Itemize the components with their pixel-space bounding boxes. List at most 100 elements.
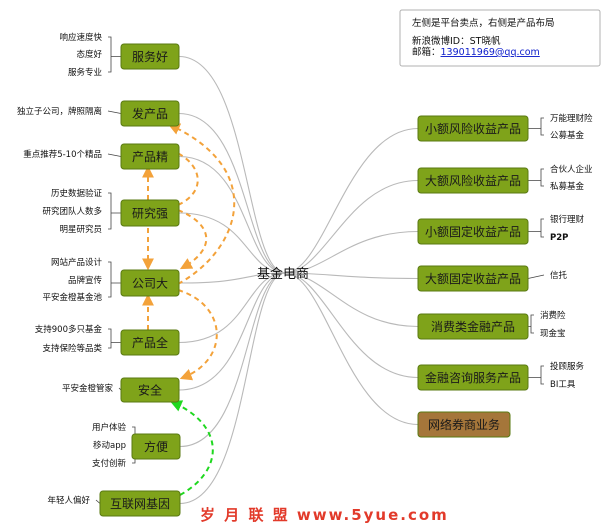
node-anquan[interactable]: 安全	[120, 377, 180, 403]
node-box-yanjiuqiang	[120, 199, 180, 227]
node-dae_guding[interactable]: 大额固定收益产品	[417, 265, 529, 292]
link-yanjiuqiang	[178, 212, 286, 274]
leaf-dae_fengxian-0: 合伙人企业	[550, 164, 593, 175]
note-line-3: 邮箱：139011969@qq.com	[412, 46, 540, 58]
leaf-gongsida-1: 品牌宣传	[68, 275, 103, 286]
leaf-jinrong_zixun-1: BI工具	[550, 380, 576, 390]
node-fachanpin[interactable]: 发产品	[120, 100, 180, 127]
node-wangluo_quanshang[interactable]: 网络券商业务	[417, 411, 511, 438]
link-gongsida	[178, 272, 286, 284]
node-label-chanpinjing: 产品精	[132, 150, 168, 164]
node-dae_fengxian[interactable]: 大额风险收益产品	[417, 167, 529, 194]
leaf-xiaoe_guding-1: P2P	[550, 233, 568, 243]
bracket-xiaofei	[528, 314, 534, 334]
node-label-xiaoe_fengxian: 小额风险收益产品	[425, 121, 521, 136]
node-fuwuhao[interactable]: 服务好	[120, 43, 180, 70]
link-chanpinquan	[178, 272, 286, 344]
node-box-xiaofei	[417, 313, 529, 340]
link-fuwuhao	[178, 55, 286, 274]
leaf-yanjiuqiang-1: 研究团队人数多	[42, 206, 102, 217]
leaf-jinrong_zixun-0: 投顾服务	[550, 361, 585, 372]
arrow-yanjiuqiang-to-gongsida	[177, 209, 208, 270]
leaf-dae_fengxian-1: 私募基金	[550, 181, 585, 192]
node-box-fuwuhao	[120, 43, 180, 70]
note-email-link[interactable]: 139011969@qq.com	[441, 47, 540, 58]
watermark-text: 岁 月 联 盟 www.5yue.com	[200, 506, 449, 524]
link-hulianwang	[179, 272, 286, 505]
leaf-fangbian-2: 支付创新	[92, 458, 127, 469]
node-label-xiaoe_guding: 小额固定收益产品	[425, 224, 521, 239]
bracket-xiaoe_fengxian	[528, 117, 544, 136]
link-fangbian	[179, 272, 286, 448]
leaf-xiaoe_fengxian-0: 万能理财险	[550, 113, 593, 124]
leaf-fachanpin-0: 独立子公司，牌照隔离	[17, 106, 102, 117]
bracket-dae_fengxian	[528, 168, 544, 187]
bracket-yanjiuqiang	[108, 192, 121, 230]
node-chanpinjing[interactable]: 产品精	[120, 143, 180, 170]
leaf-fuwuhao-0: 响应速度快	[59, 32, 102, 43]
node-xiaofei[interactable]: 消费类金融产品	[417, 313, 529, 340]
link-dae_guding	[284, 272, 419, 280]
bracket-jinrong_zixun	[528, 365, 544, 385]
link-dae_fengxian	[284, 179, 419, 274]
bracket-hulianwang	[95, 499, 101, 504]
node-label-fuwuhao: 服务好	[132, 49, 168, 64]
bracket-gongsida	[108, 261, 121, 298]
leaf-xiaoe_fengxian-1: 公募基金	[550, 130, 585, 141]
node-xiaoe_guding[interactable]: 小额固定收益产品	[417, 218, 529, 245]
leaf-chanpinquan-0: 支持900多只基金	[35, 324, 103, 335]
info-note: 左侧是平台卖点，右侧是产品布局 新浪微博ID：ST晓帆 邮箱：139011969…	[399, 9, 601, 67]
bracket-chanpinjing	[107, 153, 122, 157]
node-gongsida[interactable]: 公司大	[120, 269, 180, 297]
leaf-chanpinquan-1: 支持保险等品类	[42, 343, 102, 354]
bracket-xiaoe_guding	[528, 218, 544, 238]
arrow-gongsida-to-anquan	[177, 289, 218, 381]
node-box-fachanpin	[120, 100, 180, 127]
leaf-xiaofei-0: 消费险	[540, 310, 566, 321]
note-email-label: 邮箱：	[412, 46, 441, 58]
node-box-jinrong_zixun	[417, 364, 529, 391]
link-xiaofei	[284, 272, 419, 328]
node-hulianwang[interactable]: 互联网基因	[99, 490, 181, 517]
node-box-fangbian	[131, 433, 181, 460]
node-label-gongsida: 公司大	[132, 277, 168, 291]
leaf-xiaofei-1: 现金宝	[540, 328, 566, 339]
link-anquan	[178, 272, 286, 391]
node-label-dae_guding: 大额固定收益产品	[425, 271, 521, 286]
leaf-fangbian-1: 移动app	[93, 440, 126, 451]
node-box-dae_guding	[417, 265, 529, 292]
node-label-wangluo_quanshang: 网络券商业务	[428, 417, 500, 432]
note-line-1: 左侧是平台卖点，右侧是产品布局	[412, 17, 555, 29]
bracket-fuwuhao	[108, 36, 121, 73]
leaf-hulianwang-0: 年轻人偏好	[47, 495, 90, 506]
bracket-fachanpin	[107, 110, 122, 114]
node-box-xiaoe_fengxian	[417, 115, 529, 142]
node-xiaoe_fengxian[interactable]: 小额风险收益产品	[417, 115, 529, 142]
leaf-xiaoe_guding-0: 银行理财	[550, 214, 585, 225]
node-box-wangluo_quanshang	[417, 411, 511, 438]
arrow-gongsida-to-fachanpin	[167, 123, 236, 285]
node-jinrong_zixun[interactable]: 金融咨询服务产品	[417, 364, 529, 391]
center-topic: 基金电商	[257, 266, 309, 282]
leaf-fangbian-0: 用户体验	[92, 422, 127, 433]
note-line-2: 新浪微博ID：ST晓帆	[412, 35, 501, 47]
node-label-dae_fengxian: 大额风险收益产品	[425, 173, 521, 188]
link-fachanpin	[178, 112, 286, 274]
node-yanjiuqiang[interactable]: 研究强	[120, 199, 180, 227]
node-label-jinrong_zixun: 金融咨询服务产品	[425, 370, 521, 385]
leaf-labels: 响应速度快态度好服务专业独立子公司，牌照隔离重点推荐5-10个精品历史数据验证研…	[17, 32, 593, 506]
link-xiaoe_fengxian	[284, 127, 419, 274]
node-label-fangbian: 方便	[144, 439, 168, 454]
node-box-anquan	[120, 377, 180, 403]
leaf-yanjiuqiang-0: 历史数据验证	[51, 188, 103, 199]
node-label-anquan: 安全	[138, 383, 162, 398]
link-chanpinjing	[178, 155, 286, 274]
node-label-fachanpin: 发产品	[132, 106, 168, 121]
link-xiaoe_guding	[284, 230, 419, 274]
node-chanpinquan[interactable]: 产品全	[120, 329, 180, 356]
bracket-chanpinquan	[108, 328, 121, 349]
node-fangbian[interactable]: 方便	[131, 433, 181, 460]
leaf-gongsida-0: 网站产品设计	[51, 257, 103, 268]
